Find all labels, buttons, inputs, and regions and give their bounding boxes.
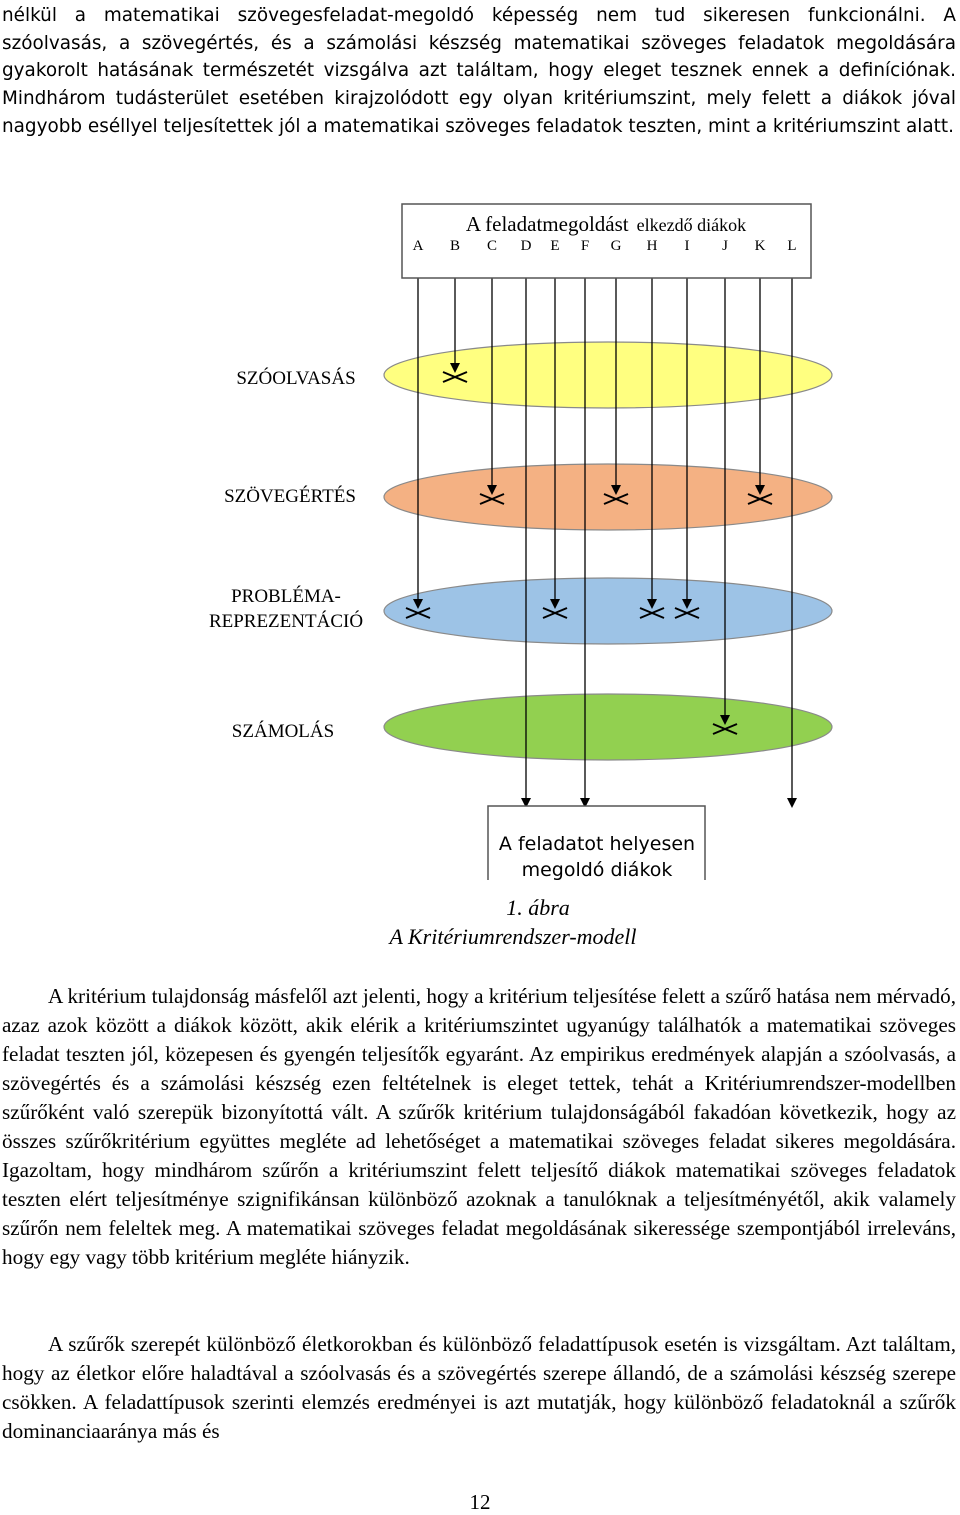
bottom-box-line1: A feladatot helyesen (499, 833, 695, 855)
student-letter-a: A (413, 238, 424, 254)
block-mark-j (712, 723, 738, 735)
paragraph-filters: A szűrők szerepét különböző életkorokban… (2, 1332, 956, 1443)
student-letter-h: H (647, 238, 658, 254)
paragraph-criteria: A kritérium tulajdonság másfelől azt jel… (2, 984, 956, 1269)
paragraph-intro: nélkül a matematikai szövegesfeladat-meg… (2, 5, 956, 137)
figure-number: 1. ábra (506, 895, 570, 920)
page-number: 12 (469, 1490, 491, 1514)
filter-ellipse-1 (383, 341, 833, 409)
bottom-box-line2: megoldó diákok (522, 859, 673, 881)
block-mark-c (479, 493, 505, 505)
filter-label-3: REPREZENTÁCIÓ (209, 610, 363, 632)
filter-label-3: PROBLÉMA- (231, 585, 341, 607)
student-letter-e: E (550, 238, 559, 254)
top-box-title: A feladatmegoldást elkezdő diákok (466, 212, 746, 236)
bottom-box-clip (486, 880, 707, 892)
student-letter-j: J (722, 238, 728, 254)
block-mark-k (747, 493, 773, 505)
block-mark-g (603, 493, 629, 505)
figure-caption: A Kritériumrendszer-modell (389, 924, 637, 949)
student-letter-i: I (685, 238, 690, 254)
student-letter-d: D (521, 238, 532, 254)
filter-label-2: SZÖVEGÉRTÉS (224, 485, 356, 507)
filter-ellipse-4 (383, 693, 833, 761)
filter-ellipse-2 (383, 463, 833, 531)
student-letter-g: G (611, 238, 622, 254)
block-mark-a (405, 607, 431, 619)
block-mark-b (442, 371, 468, 383)
student-letter-c: C (487, 238, 497, 254)
student-letter-b: B (450, 238, 460, 254)
top-box (401, 203, 812, 279)
student-letter-l: L (787, 238, 796, 254)
filter-label-1: SZÓOLVASÁS (236, 367, 355, 389)
filter-ellipse-3 (383, 577, 833, 645)
block-mark-h (639, 607, 665, 619)
block-mark-i (674, 607, 700, 619)
student-letter-k: K (755, 238, 766, 254)
block-mark-e (542, 607, 568, 619)
student-letter-f: F (581, 238, 589, 254)
bottom-box (487, 805, 706, 885)
filter-label-4: SZÁMOLÁS (232, 720, 334, 742)
